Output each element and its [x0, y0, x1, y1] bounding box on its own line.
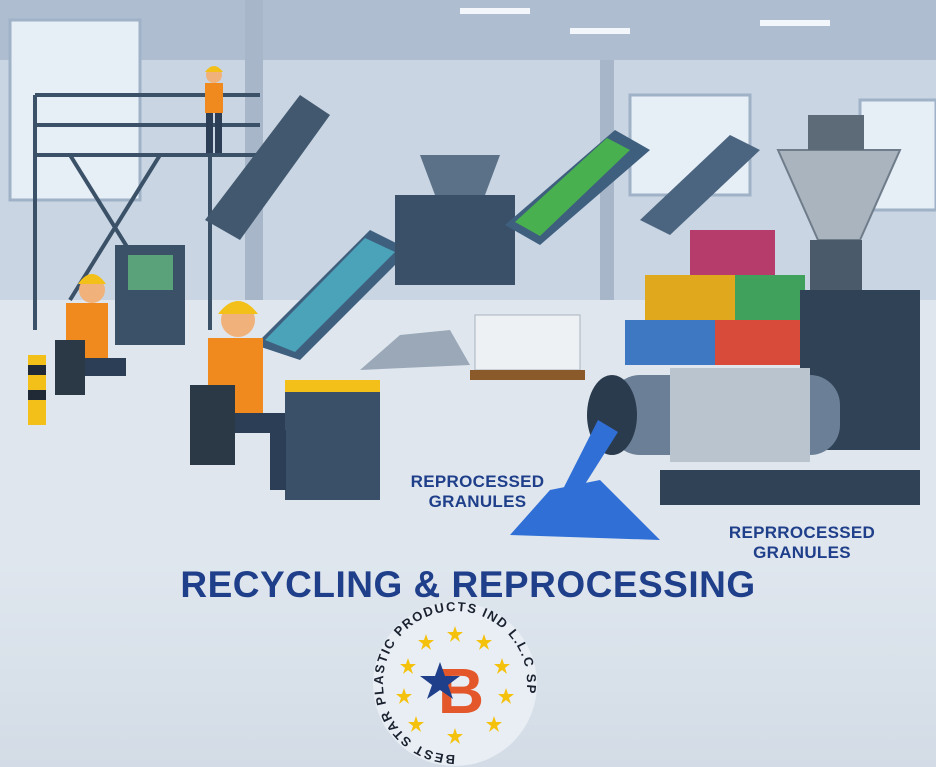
logo-star	[420, 662, 460, 699]
extruder-sleeve	[670, 368, 810, 462]
granules-label-left-line2: GRANULES	[428, 492, 527, 511]
pallet	[470, 370, 585, 380]
control-screen	[128, 255, 173, 290]
worker-left	[55, 274, 126, 395]
extruder-hopper-top	[808, 115, 864, 150]
granule-stream	[560, 420, 618, 500]
page-title: RECYCLING & REPROCESSING	[180, 564, 756, 605]
chair	[55, 340, 85, 395]
granules-label-right-line2: GRANULES	[753, 543, 851, 562]
conveyor-belt	[640, 135, 760, 235]
logo-stars	[396, 626, 514, 744]
factory-illustration	[0, 0, 936, 560]
chair	[190, 385, 235, 465]
ceiling-light	[570, 28, 630, 34]
granules-label-left-line1: REPROCESSED	[410, 472, 545, 491]
ceiling-light	[760, 20, 830, 26]
white-bale	[474, 314, 581, 371]
operator-desk	[285, 385, 380, 500]
hazard-strip	[285, 380, 380, 392]
worker-platform	[205, 66, 223, 153]
shredded-pile	[360, 330, 470, 370]
conveyor-granules	[515, 138, 630, 236]
granules-label-right-line1: REPRROCESSED	[728, 523, 876, 542]
worker-front	[190, 301, 286, 490]
platform	[33, 93, 260, 330]
conveyor-granules	[265, 238, 395, 352]
conveyor-belt	[205, 95, 330, 240]
shredder	[395, 195, 515, 285]
extruder-base	[660, 470, 920, 505]
company-logo: BEST STAR PLASTIC PRODUCTS IND L.L.C SP …	[366, 599, 544, 767]
granules-label-right: REPRROCESSED GRANULES	[722, 523, 882, 563]
plastic-bales	[625, 230, 805, 365]
pillar	[600, 60, 614, 320]
granules-label-left: REPROCESSED GRANULES	[405, 472, 550, 512]
ceiling-light	[460, 8, 530, 14]
shredder-hopper	[420, 155, 500, 195]
granule-pile	[510, 480, 660, 540]
